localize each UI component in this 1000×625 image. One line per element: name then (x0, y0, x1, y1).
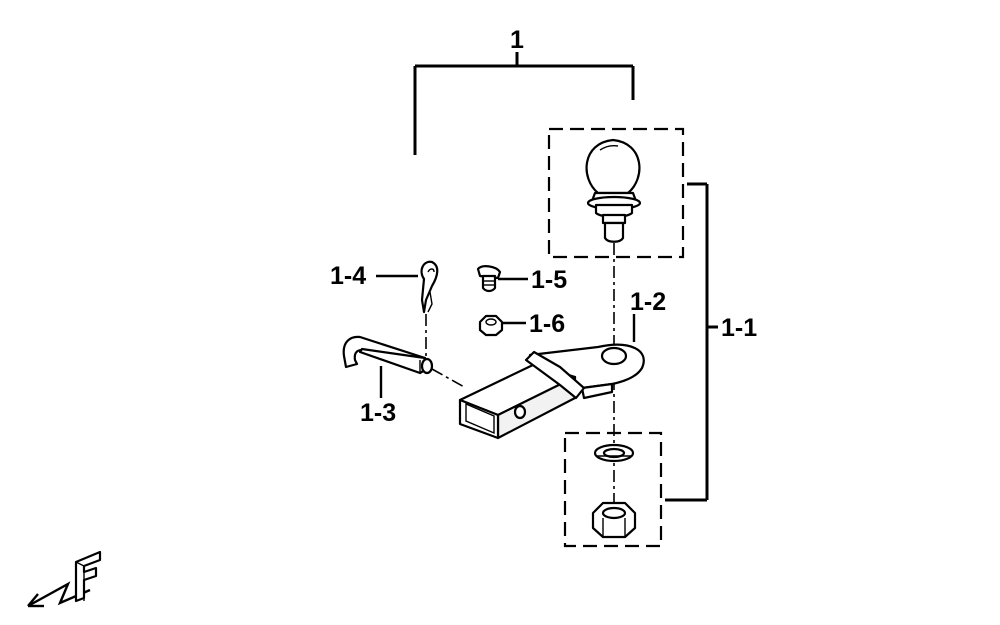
hex-nut (591, 501, 637, 539)
callout-1-2: 1-2 (630, 288, 666, 316)
assembly-bracket (413, 52, 635, 155)
front-arrow-F-icon (27, 550, 102, 608)
lock-washer (593, 443, 635, 463)
callout-1-3: 1-3 (360, 399, 396, 427)
flange-nut (478, 314, 504, 337)
callout-1: 1 (510, 26, 524, 54)
wing-bolt (476, 265, 502, 293)
nut-group-box (563, 431, 663, 548)
callout-1-6: 1-6 (529, 310, 565, 338)
pin-axis (431, 368, 467, 389)
hair-pin-clip (420, 260, 439, 314)
callout-1-5: 1-5 (531, 266, 567, 294)
drawbar (458, 343, 645, 440)
callout-1-1: 1-1 (721, 314, 757, 342)
hitch-ball (585, 138, 642, 243)
hitch-pin (342, 335, 434, 375)
ball-group-box (547, 127, 685, 259)
callout-1-4: 1-4 (330, 262, 366, 290)
ball-group-bracket (665, 182, 718, 502)
